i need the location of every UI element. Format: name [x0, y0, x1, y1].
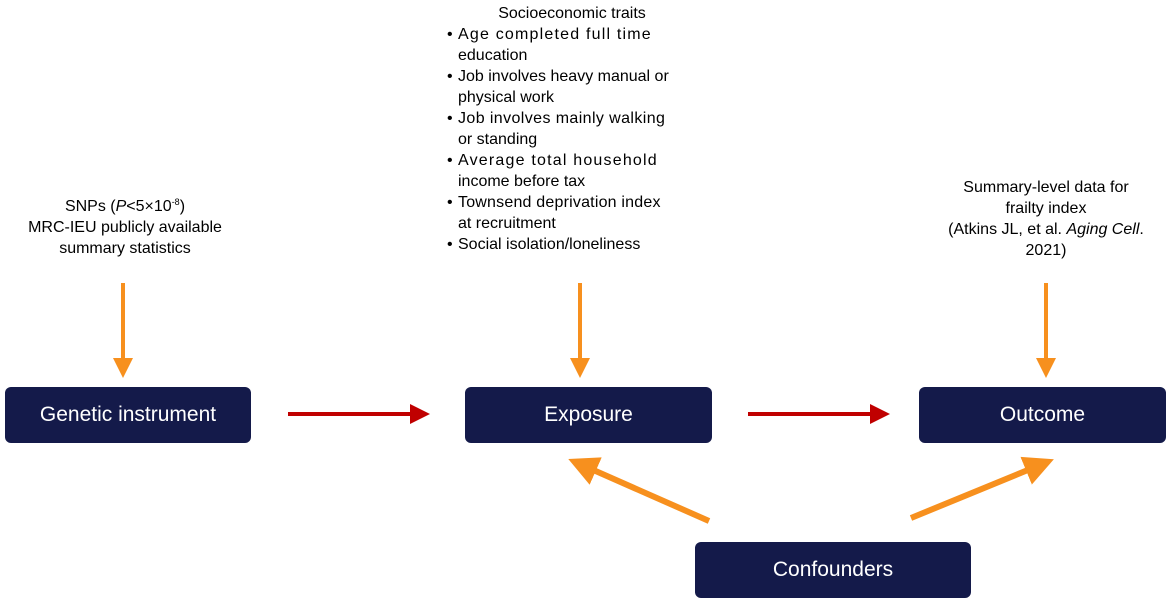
trait-item: Social isolation/loneliness [447, 234, 697, 255]
traits-title: Socioeconomic traits [498, 5, 646, 22]
journal-name: Aging Cell [1066, 221, 1140, 238]
source-line-1: Summary-level data for [963, 179, 1129, 196]
confounders-label: Confounders [772, 558, 894, 581]
exponent: -8 [171, 197, 180, 207]
p-symbol: P [115, 198, 127, 215]
exposure-label: Exposure [544, 403, 633, 426]
source-line-2: frailty index [1005, 200, 1087, 217]
genetic-instrument-box: Genetic instrument [5, 387, 251, 443]
source-line-4: 2021) [1025, 242, 1067, 259]
outcome-box: Outcome [919, 387, 1166, 443]
arrow-confounders-to-outcome [909, 456, 1054, 521]
snps-caption: SNPs (P<5×10-8) MRC-IEU publicly availab… [0, 196, 250, 259]
arrow-confounders-to-exposure [568, 457, 711, 524]
snps-line-2: MRC-IEU publicly available [28, 219, 222, 236]
exposure-box: Exposure [465, 387, 712, 443]
confounders-box: Confounders [695, 542, 971, 598]
source-line-3: (Atkins JL, et al. Aging Cell. [948, 221, 1144, 238]
genetic-instrument-label: Genetic instrument [39, 403, 217, 426]
snps-line-3: summary statistics [59, 240, 191, 257]
outcome-source-caption: Summary-level data for frailty index (At… [921, 177, 1170, 261]
outcome-label: Outcome [999, 403, 1086, 426]
socioeconomic-traits: Socioeconomic traits Age completed full … [447, 3, 697, 255]
snps-line-1: SNPs (P<5×10-8) [64, 197, 186, 216]
